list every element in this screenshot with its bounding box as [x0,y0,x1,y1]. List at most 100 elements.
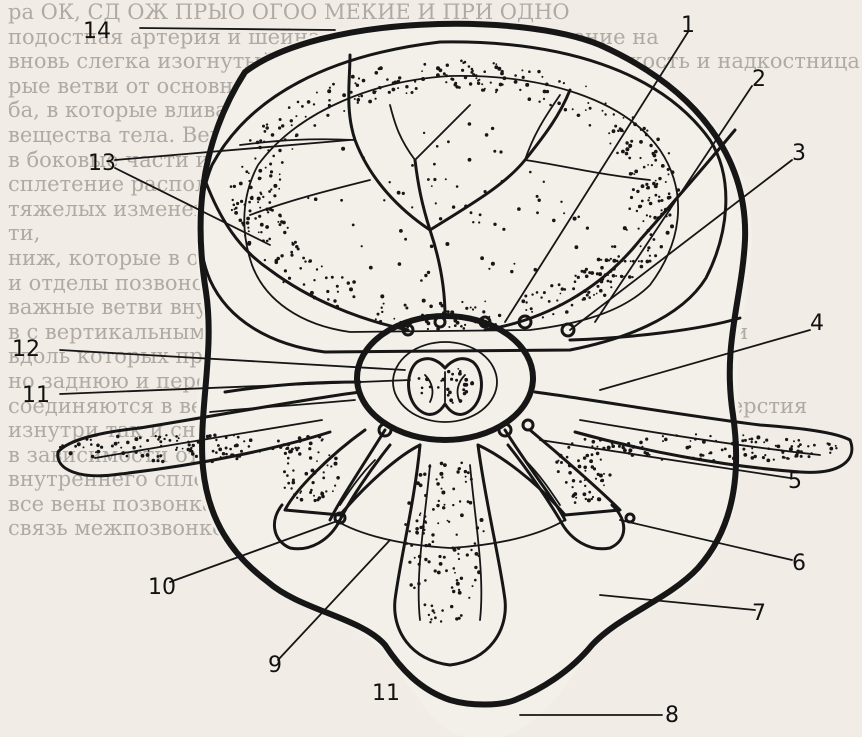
stipple-dot [294,241,297,244]
stipple-dot [781,450,784,453]
stipple-dot [560,201,562,203]
stipple-dot [646,214,648,216]
stipple-dot [499,83,503,87]
stipple-dot [470,211,473,214]
stipple-dot [751,447,753,449]
stipple-dot [152,459,156,463]
stipple-dot [461,69,464,72]
stipple-dot [647,246,650,249]
stipple-dot [474,579,477,582]
stipple-dot [446,388,449,391]
stipple-dot [234,211,238,215]
stipple-dot [566,456,569,459]
stipple-dot [560,293,562,295]
stipple-dot [439,217,442,220]
stipple-dot [271,133,275,137]
stipple-dot [290,251,293,254]
stipple-dot [461,315,464,318]
stipple-dot [441,488,443,490]
stipple-dot [432,609,435,612]
stipple-dot [240,200,243,203]
stipple-dot [318,435,321,438]
stipple-dot [254,217,257,220]
label-3: 3 [792,141,806,166]
stipple-dot [306,435,310,439]
stipple-dot [291,242,293,244]
stipple-dot [640,265,644,269]
stipple-dot [408,561,411,564]
stipple-dot [475,74,477,76]
stipple-dot [735,444,737,446]
stipple-dot [475,77,477,79]
stipple-dot [379,86,382,89]
stipple-dot [445,242,449,246]
stipple-dot [525,301,527,303]
stipple-dot [157,455,160,458]
stipple-dot [646,130,648,132]
stipple-dot [483,70,486,73]
stipple-dot [61,444,64,447]
stipple-dot [434,616,437,619]
stipple-dot [439,68,443,72]
stipple-dot [257,197,261,201]
stipple-dot [502,228,505,231]
stipple-dot [639,441,643,445]
stipple-dot [235,444,239,448]
stipple-dot [309,442,313,446]
stipple-dot [281,161,284,164]
stipple-dot [419,514,421,516]
stipple-dot [735,450,737,452]
stipple-dot [446,63,449,66]
stipple-dot [233,204,236,207]
stipple-dot [541,76,543,78]
stipple-dot [468,122,472,126]
stipple-dot [807,445,809,447]
stipple-dot [398,76,401,79]
stipple-dot [212,450,215,453]
stipple-dot [604,113,606,115]
stipple-dot [240,450,243,453]
stipple-dot [470,478,473,481]
stipple-dot [290,254,293,257]
stipple-dot [589,435,592,438]
stipple-dot [245,170,248,173]
stipple-dot [630,196,633,199]
stipple-dot [647,199,649,201]
stipple-dot [458,558,460,560]
stipple-dot [628,207,631,210]
stipple-dot [407,501,411,505]
stipple-dot [328,104,331,107]
stipple-dot [268,190,271,193]
stipple-dot [323,471,325,473]
stipple-dot [187,441,190,444]
stipple-dot [603,484,605,486]
stipple-dot [531,293,533,295]
stipple-dot [712,459,715,462]
stipple-dot [249,139,252,142]
stipple-dot [259,139,262,142]
stipple-dot [236,202,239,205]
stipple-dot [611,245,613,247]
stipple-dot [649,202,653,206]
stipple-dot [634,170,638,174]
stipple-dot [651,164,653,166]
stipple-dot [159,440,162,443]
stipple-dot [464,383,468,387]
stipple-dot [437,326,440,329]
stipple-dot [484,190,487,193]
stipple-dot [316,460,318,462]
stipple-dot [453,548,457,552]
stipple-dot [280,220,283,223]
stipple-dot [222,452,225,455]
stipple-dot [411,91,414,94]
stipple-dot [281,124,284,127]
stipple-dot [420,317,423,320]
stipple-dot [215,451,218,454]
stipple-dot [328,99,331,102]
stipple-dot [381,307,383,309]
stipple-dot [295,245,298,248]
stipple-dot [328,454,330,456]
stipple-dot [251,196,254,199]
stipple-dot [643,166,646,169]
